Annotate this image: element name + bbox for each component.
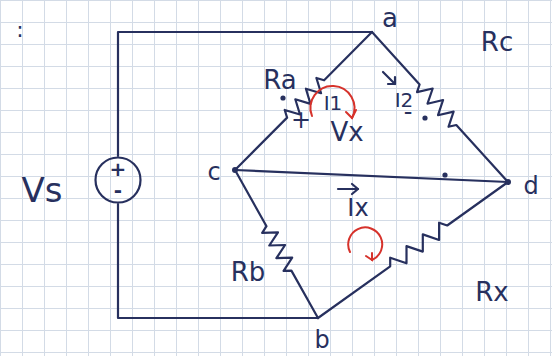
mesh-loop	[346, 110, 356, 118]
node-dot	[505, 179, 511, 185]
mesh-loop	[366, 253, 372, 260]
node-name: d	[523, 174, 538, 198]
node-name: c	[207, 160, 220, 184]
polarity-sign: -	[404, 100, 413, 124]
terminal-dot	[442, 172, 447, 177]
current-name: Ix	[347, 196, 368, 220]
wire	[118, 32, 372, 156]
wire	[118, 204, 318, 318]
current-name: I1	[324, 93, 343, 113]
polarity-sign: +	[291, 108, 311, 132]
resistor-name: Rb	[231, 259, 266, 285]
resistor-symbol	[235, 170, 318, 318]
current-arrow	[383, 72, 395, 84]
voltage-name: Vx	[330, 119, 363, 145]
resistor-symbol	[235, 32, 372, 170]
current-arrow	[352, 184, 358, 194]
mark: :	[16, 19, 23, 41]
mesh-loop	[348, 227, 382, 260]
polarity-sign: -	[94, 180, 142, 200]
voltage-source: +-	[94, 156, 142, 204]
node-dot	[232, 167, 238, 173]
current-arrow	[338, 188, 358, 190]
resistor-name: Rc	[481, 29, 513, 55]
wire	[235, 170, 508, 182]
terminal-dot	[280, 95, 285, 100]
node-name: b	[314, 328, 329, 352]
resistor-name: Ra	[263, 67, 296, 93]
source-name: Vs	[22, 173, 63, 207]
current-arrow	[388, 77, 395, 84]
resistor-name: Rx	[475, 279, 508, 305]
polarity-sign: +	[94, 159, 142, 179]
node-name: a	[382, 5, 398, 31]
resistor-symbol	[318, 182, 508, 318]
terminal-dot	[422, 115, 427, 120]
